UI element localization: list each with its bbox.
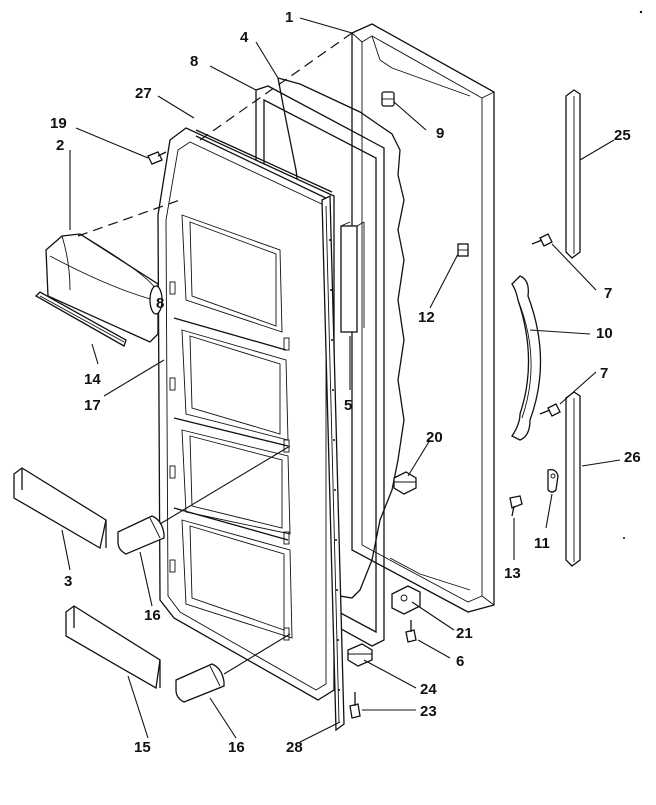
hinge-bracket-21 — [391, 585, 421, 615]
callout-20: 20 — [426, 429, 443, 446]
callout-7-upper: 7 — [604, 285, 612, 302]
callout-8: 8 — [190, 53, 198, 70]
callout-13: 13 — [504, 565, 521, 582]
callout-labels: 1 4 8 27 19 2 8 9 25 7 10 7 12 5 20 26 1… — [50, 9, 641, 756]
callout-5: 5 — [344, 397, 352, 414]
door-trim-lower — [565, 391, 581, 567]
screw-6 — [405, 620, 417, 643]
shelf-rail — [34, 291, 127, 347]
callout-4: 4 — [240, 29, 249, 46]
callout-6: 6 — [456, 653, 464, 670]
clip-11 — [547, 468, 559, 493]
top-shelf-bin — [45, 233, 163, 343]
callout-25: 25 — [614, 127, 631, 144]
inner-door-liner — [157, 127, 335, 701]
clip-12 — [457, 243, 469, 257]
callout-10: 10 — [596, 325, 613, 342]
callout-24: 24 — [420, 681, 437, 698]
assembly-lines — [77, 32, 353, 237]
callout-14: 14 — [84, 371, 101, 388]
callout-17: 17 — [84, 397, 101, 414]
leader-lines — [61, 17, 621, 743]
screw-19 — [147, 151, 167, 165]
shelf-end-cap-lower — [175, 663, 225, 703]
callout-15: 15 — [134, 739, 151, 756]
screw-7-lower — [539, 403, 561, 417]
screw-7-upper — [531, 233, 553, 247]
plug-9 — [381, 91, 395, 107]
screw-23 — [349, 692, 361, 719]
shelf-grille-lower — [65, 605, 161, 690]
callout-26: 26 — [624, 449, 641, 466]
outer-door-panel — [351, 23, 495, 613]
callout-1: 1 — [285, 9, 293, 26]
callout-12: 12 — [418, 309, 435, 326]
clip-20 — [393, 471, 417, 495]
callout-27: 27 — [135, 85, 152, 102]
callout-28: 28 — [286, 739, 303, 756]
stray-marks — [623, 10, 643, 539]
shelf-grille-upper — [13, 467, 107, 550]
callout-7-lower: 7 — [600, 365, 608, 382]
callout-8-small: 8 — [156, 295, 164, 312]
callout-9: 9 — [436, 125, 444, 142]
callout-3: 3 — [64, 573, 72, 590]
callout-23: 23 — [420, 703, 437, 720]
callout-19: 19 — [50, 115, 67, 132]
hinge-trim-strip — [321, 194, 345, 732]
shelf-end-cap-upper — [117, 515, 165, 555]
callout-11: 11 — [534, 535, 550, 552]
callout-2: 2 — [56, 137, 64, 154]
door-trim-upper — [565, 89, 581, 259]
callout-16-lower: 16 — [228, 739, 245, 756]
door-handle — [511, 275, 542, 441]
callout-16-upper: 16 — [144, 607, 161, 624]
callout-21: 21 — [456, 625, 473, 642]
screw-13 — [509, 495, 523, 517]
